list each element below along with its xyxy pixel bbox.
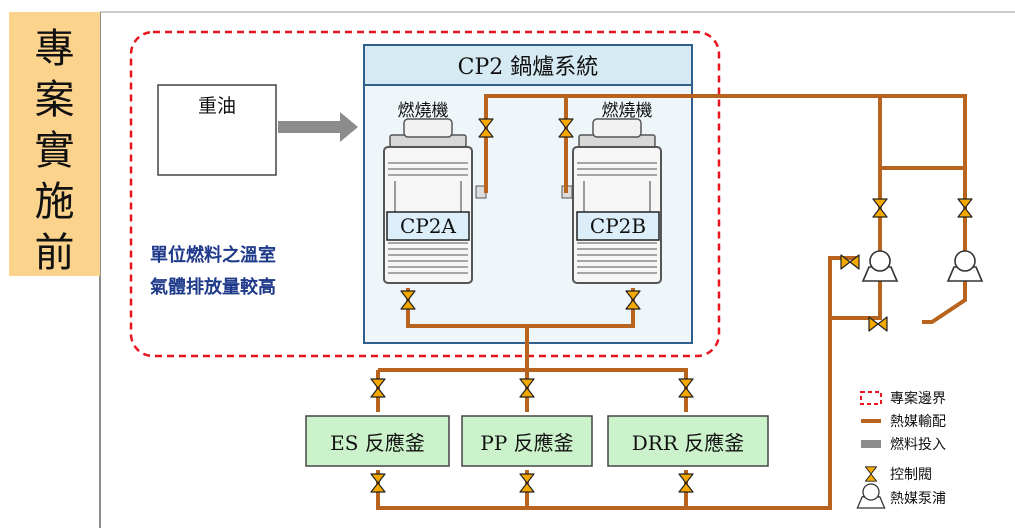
pump-icon [947, 250, 983, 282]
valve-icon [519, 473, 535, 493]
gray-bar-icon [861, 440, 881, 448]
cp2a-label: CP2A [400, 214, 456, 238]
cp2-system-header [363, 44, 693, 86]
valve-icon [370, 378, 386, 398]
page-title-char: 案 [34, 77, 75, 123]
heavy-oil-box [157, 84, 277, 176]
valve-icon [872, 198, 888, 218]
legend-label: 控制閥 [890, 467, 932, 483]
heat-medium-pipes [376, 94, 967, 510]
page-title-panel: 專 案 實 施 前 [9, 12, 100, 276]
boiler-cp2a [383, 118, 473, 284]
reactor-pp-label: PP 反應釜 [480, 430, 574, 455]
reactor-es-box [305, 415, 450, 467]
reactor-drr-label: DRR 反應釜 [631, 430, 745, 455]
emission-note-line2: 氣體排放量較高 [150, 277, 276, 298]
pump-icon [862, 250, 898, 282]
cp2b-label-box [576, 211, 660, 241]
reactor-drr-box [607, 415, 769, 467]
pump-icon [856, 483, 886, 509]
valve-icon [678, 378, 694, 398]
valve-icon [370, 473, 386, 493]
valve-icon [519, 378, 535, 398]
reactor-pp-box [461, 415, 593, 467]
page-title-char: 實 [34, 128, 75, 174]
fuel-input-arrow [278, 112, 358, 142]
valve-icon [678, 473, 694, 493]
valve-icon [957, 198, 973, 218]
emission-note-line1: 單位燃料之溫室 [150, 245, 276, 266]
page-title-char: 施 [34, 179, 75, 225]
cp2b-label: CP2B [589, 214, 647, 238]
legend-label: 專案邊界 [890, 391, 946, 407]
project-boundary [129, 30, 721, 358]
heavy-oil-label: 重油 [197, 94, 236, 117]
reactor-es-label: ES 反應釜 [330, 430, 425, 455]
burner-b-label: 燃燒機 [601, 100, 653, 121]
legend-label: 熱媒泵浦 [890, 491, 946, 507]
page-title-char: 專 [34, 26, 75, 72]
valve-icon [864, 466, 878, 482]
burner-a-label: 燃燒機 [397, 100, 449, 121]
dashed-red-box-icon [860, 391, 882, 405]
system-title: CP2 鍋爐系統 [457, 55, 599, 80]
legend-label: 熱媒輸配 [890, 414, 946, 430]
boiler-cp2b [572, 118, 662, 284]
page-title-char: 前 [34, 230, 75, 276]
cp2a-label-box [386, 211, 470, 241]
legend-label: 燃料投入 [890, 437, 946, 453]
